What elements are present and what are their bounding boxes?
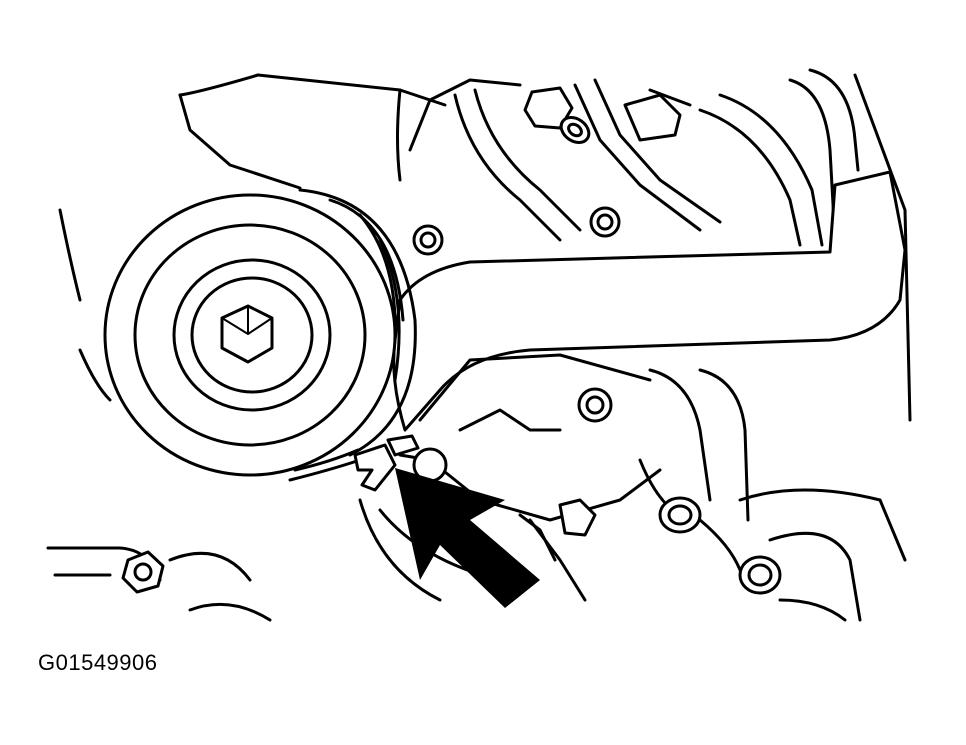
figure-id-label: G01549906 (38, 650, 158, 675)
top-fittings (412, 86, 682, 256)
wire-clip (288, 434, 420, 492)
engine-block-upper (58, 73, 522, 402)
pulley-bolt (220, 304, 274, 364)
mounting-bracket (392, 170, 907, 432)
arrow-icon (395, 468, 540, 608)
fuel-lines (453, 68, 912, 422)
lower-left-bracket (46, 546, 272, 622)
